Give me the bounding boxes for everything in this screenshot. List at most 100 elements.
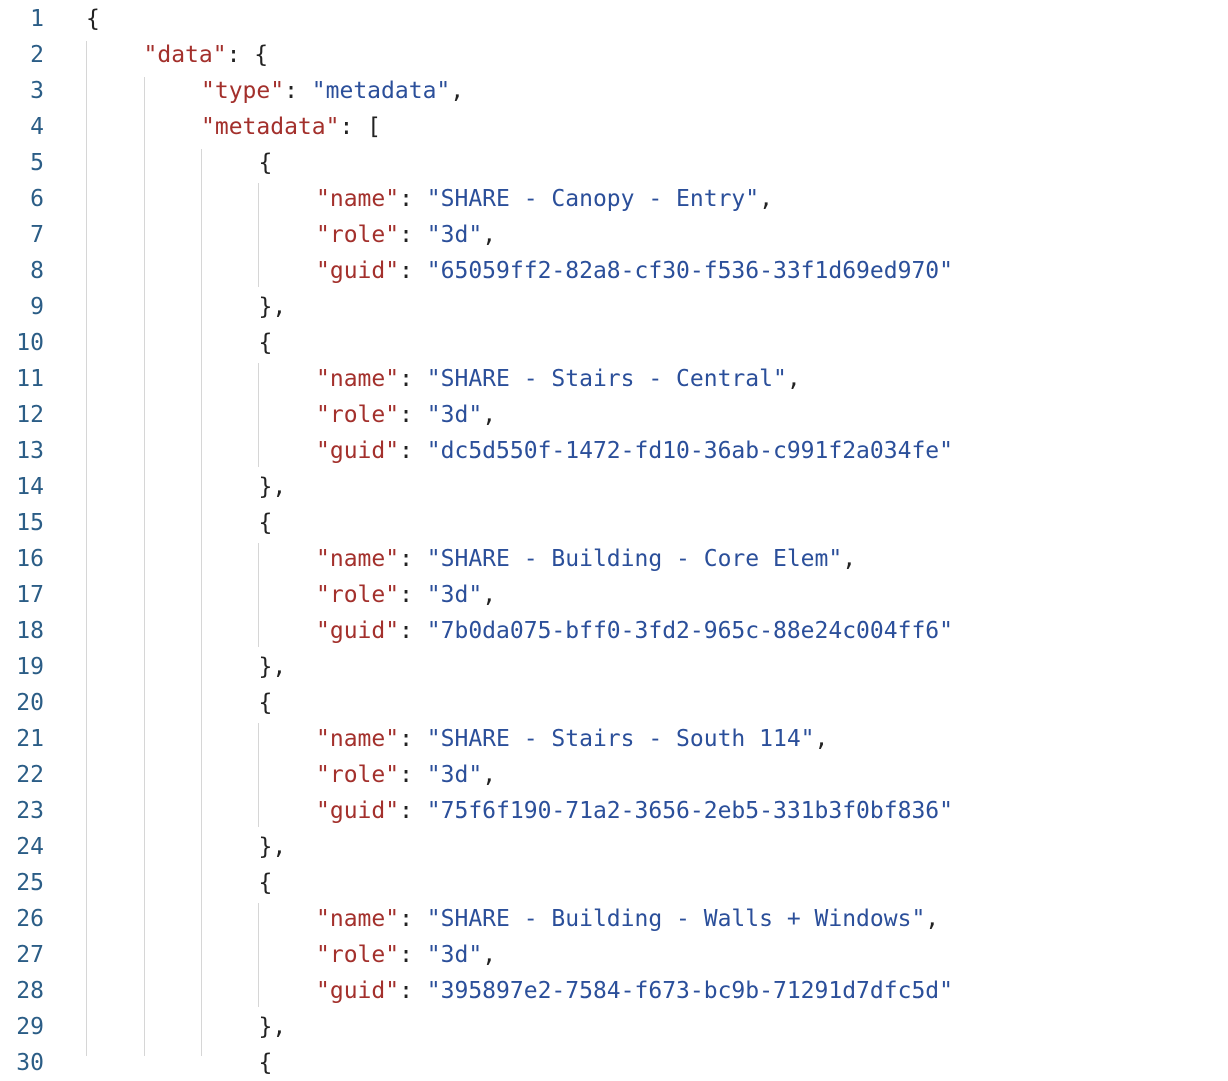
json-key: "guid" (316, 618, 400, 644)
code-text: "name": "SHARE - Building - Core Elem", (316, 541, 856, 577)
json-punctuation: : (284, 78, 312, 104)
json-string-value: "65059ff2-82a8-cf30-f536-33f1d69ed970" (426, 258, 953, 284)
indent-guide-line (258, 903, 259, 1007)
json-punctuation: : (399, 942, 427, 968)
code-line: 23"guid": "75f6f190-71a2-3656-2eb5-331b3… (0, 793, 1228, 829)
code-line: 8"guid": "65059ff2-82a8-cf30-f536-33f1d6… (0, 253, 1228, 289)
code-line: 12"role": "3d", (0, 397, 1228, 433)
code-text: "role": "3d", (316, 397, 496, 433)
json-string-value: "395897e2-7584-f673-bc9b-71291d7dfc5d" (426, 978, 953, 1004)
json-string-value: "SHARE - Stairs - South 114" (426, 726, 815, 752)
line-number: 10 (16, 330, 44, 356)
json-string-value: "dc5d550f-1472-fd10-36ab-c991f2a034fe" (426, 438, 953, 464)
code-text: "role": "3d", (316, 937, 496, 973)
indent-guide-line (86, 41, 87, 1056)
json-punctuation: }, (258, 474, 287, 500)
code-text: { (259, 685, 273, 721)
code-text: }, (259, 1009, 287, 1045)
json-punctuation: , (482, 942, 497, 968)
code-text: "guid": "dc5d550f-1472-fd10-36ab-c991f2a… (316, 433, 953, 469)
json-punctuation: { (258, 330, 273, 356)
json-key: "type" (201, 78, 285, 104)
code-text: }, (259, 289, 287, 325)
indent-guide-line (258, 183, 259, 287)
line-number: 19 (16, 654, 44, 680)
json-string-value: "metadata" (311, 78, 451, 104)
json-key: "role" (316, 402, 400, 428)
code-text: "role": "3d", (316, 217, 496, 253)
code-text: "guid": "7b0da075-bff0-3fd2-965c-88e24c0… (316, 613, 953, 649)
code-line: 30{ (0, 1045, 1228, 1081)
code-line: 4"metadata": [ (0, 109, 1228, 145)
code-text: "type": "metadata", (201, 73, 464, 109)
indent-guide-line (201, 149, 202, 1056)
code-text: "metadata": [ (201, 109, 381, 145)
json-punctuation: : (399, 258, 427, 284)
json-punctuation: { (258, 1050, 273, 1076)
code-text: }, (259, 469, 287, 505)
json-string-value: "3d" (426, 222, 483, 248)
line-number: 26 (16, 906, 44, 932)
json-punctuation: }, (258, 654, 287, 680)
json-string-value: "7b0da075-bff0-3fd2-965c-88e24c004ff6" (426, 618, 953, 644)
code-line: 9}, (0, 289, 1228, 325)
line-number: 28 (16, 978, 44, 1004)
line-number: 23 (16, 798, 44, 824)
json-key: "role" (316, 582, 400, 608)
json-punctuation: : (399, 438, 427, 464)
line-number: 20 (16, 690, 44, 716)
code-line: 19}, (0, 649, 1228, 685)
line-number: 21 (16, 726, 44, 752)
json-key: "guid" (316, 438, 400, 464)
json-key: "guid" (316, 798, 400, 824)
json-punctuation: : { (226, 42, 269, 68)
json-punctuation: : (399, 798, 427, 824)
indent-guide-line (144, 77, 145, 1056)
code-line: 26 "name": "SHARE - Building - Walls + Wi… (0, 901, 1228, 937)
code-line: 10 { (0, 325, 1228, 361)
code-text: "role": "3d", (316, 757, 496, 793)
json-key: "guid" (316, 258, 400, 284)
json-punctuation: , (482, 222, 497, 248)
code-line: 27"role": "3d", (0, 937, 1228, 973)
line-number: 18 (16, 618, 44, 644)
json-punctuation: , (482, 582, 497, 608)
code-line: 2"data": { (0, 37, 1228, 73)
code-text: "data": { (144, 37, 269, 73)
code-text: }, (259, 829, 287, 865)
code-line: 20 { (0, 685, 1228, 721)
line-number: 25 (16, 870, 44, 896)
json-punctuation: { (258, 150, 273, 176)
line-number: 13 (16, 438, 44, 464)
code-line: 24}, (0, 829, 1228, 865)
code-line: 13 "guid": "dc5d550f-1472-fd10-36ab-c991f… (0, 433, 1228, 469)
code-text: "name": "SHARE - Stairs - Central", (316, 361, 801, 397)
indent-guide-line (258, 543, 259, 647)
json-punctuation: , (925, 906, 940, 932)
line-number: 1 (30, 6, 44, 32)
json-punctuation: : (399, 222, 427, 248)
json-punctuation: : (399, 762, 427, 788)
line-number: 22 (16, 762, 44, 788)
indent-guide-line (258, 723, 259, 827)
json-key: "role" (316, 222, 400, 248)
line-number: 17 (16, 582, 44, 608)
line-number: 9 (30, 294, 44, 320)
code-line: 7"role": "3d", (0, 217, 1228, 253)
code-line: 22 "role": "3d", (0, 757, 1228, 793)
json-punctuation: , (814, 726, 829, 752)
line-number: 16 (16, 546, 44, 572)
code-line: 5{ (0, 145, 1228, 181)
line-number: 29 (16, 1014, 44, 1040)
code-line: 16 "name": "SHARE - Building - Core Elem"… (0, 541, 1228, 577)
code-text: "name": "SHARE - Building - Walls + Wind… (316, 901, 939, 937)
code-text: "name": "SHARE - Stairs - South 114", (316, 721, 828, 757)
json-string-value: "SHARE - Building - Walls + Windows" (426, 906, 926, 932)
code-text: }, (259, 649, 287, 685)
json-punctuation: }, (258, 1014, 287, 1040)
code-line: 18 "guid": "7b0da075-bff0-3fd2-965c-88e24… (0, 613, 1228, 649)
json-key: "name" (316, 546, 400, 572)
json-punctuation: : (399, 186, 427, 212)
code-text: "guid": "65059ff2-82a8-cf30-f536-33f1d69… (316, 253, 953, 289)
